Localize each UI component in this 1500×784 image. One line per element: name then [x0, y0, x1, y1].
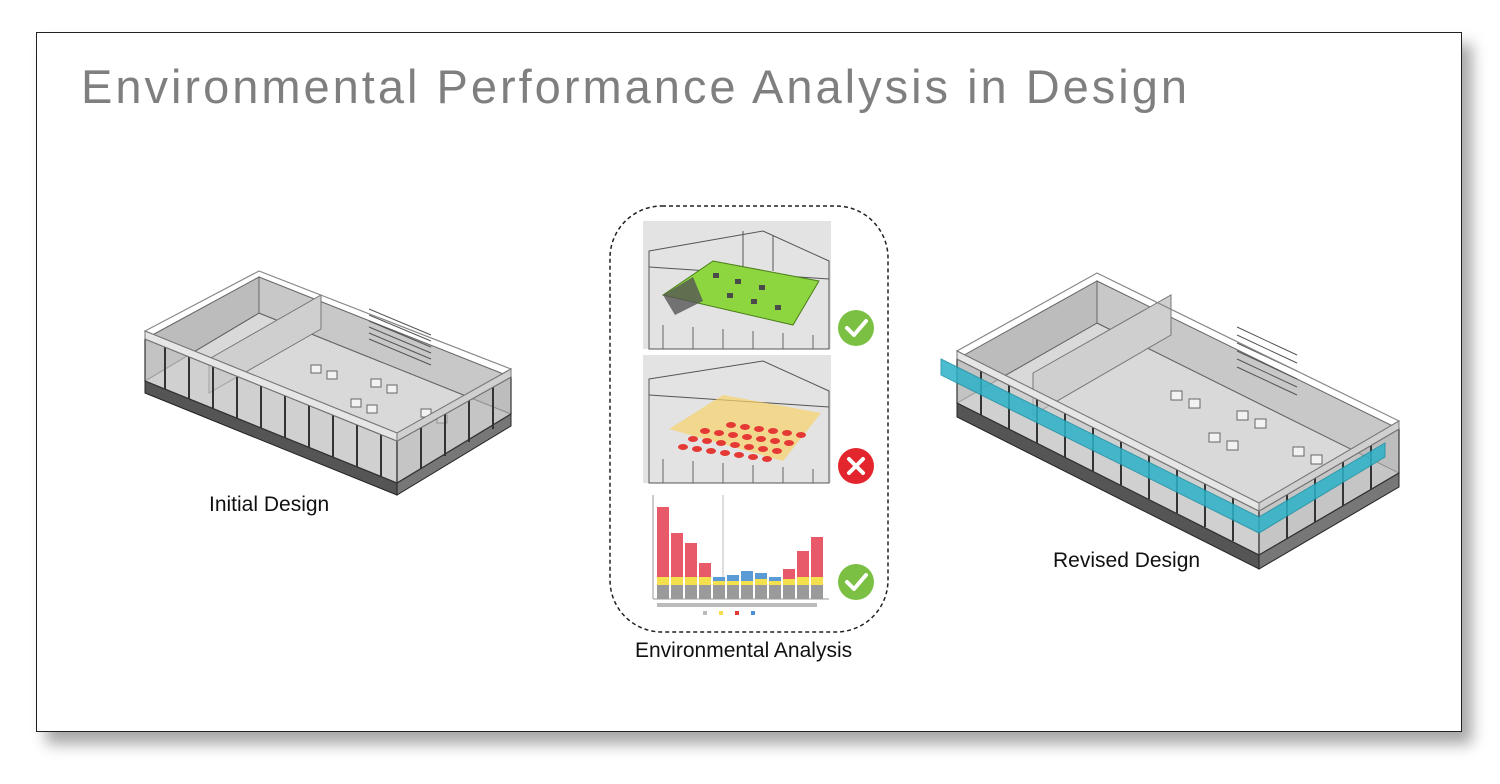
- chart-bar-segment: [727, 575, 739, 581]
- chart-bar-segment: [769, 577, 781, 581]
- initial-design-caption: Initial Design: [209, 493, 330, 516]
- check-circle-icon: [838, 564, 874, 600]
- chart-bar-segment: [741, 585, 753, 599]
- chart-bar-segment: [811, 577, 823, 585]
- chart-bar-segment: [797, 585, 809, 599]
- environmental-analysis-caption: Environmental Analysis: [635, 639, 853, 662]
- chart-bar-segment: [699, 577, 711, 585]
- chart-bar-segment: [685, 577, 697, 585]
- shading-device: [940, 358, 1386, 534]
- chart-bar-segment: [755, 585, 767, 599]
- lighting-grid-panel: [643, 355, 831, 484]
- slide-frame: Environmental Performance Analysis in De…: [36, 32, 1462, 732]
- chart-bar-segment: [671, 577, 683, 585]
- chart-bar-segment: [797, 551, 809, 577]
- chart-bar-segment: [685, 585, 697, 599]
- chart-bar-segment: [699, 563, 711, 577]
- chart-bar-segment: [783, 585, 795, 599]
- chart-bar-segment: [769, 581, 781, 585]
- chart-bar-segment: [657, 577, 669, 585]
- revised-design-model: [940, 272, 1401, 570]
- chart-bar-segment: [713, 581, 725, 585]
- check-circle-icon: [838, 310, 874, 346]
- chart-bar-segment: [713, 585, 725, 599]
- cross-circle-icon: [838, 448, 874, 484]
- chart-bar-segment: [811, 585, 823, 599]
- initial-design-model: [143, 270, 513, 496]
- energy-chart-panel: [643, 491, 833, 619]
- chart-bar-segment: [699, 585, 711, 599]
- chart-bar-segment: [727, 581, 739, 585]
- chart-bar-segment: [741, 581, 753, 585]
- chart-bar-segment: [811, 537, 823, 577]
- revised-design-caption: Revised Design: [1053, 549, 1201, 572]
- chart-bar-segment: [769, 585, 781, 599]
- chart-bar-segment: [657, 507, 669, 577]
- daylight-area-panel: [643, 221, 831, 350]
- chart-bar-segment: [741, 571, 753, 581]
- chart-bar-segment: [657, 585, 669, 599]
- chart-bar-segment: [671, 533, 683, 577]
- chart-bar-segment: [755, 579, 767, 585]
- chart-bar-segment: [755, 573, 767, 579]
- chart-bar-segment: [671, 585, 683, 599]
- chart-bar-segment: [783, 579, 795, 585]
- analysis-container: [609, 205, 889, 633]
- slide-title: Environmental Performance Analysis in De…: [81, 60, 1191, 113]
- chart-bar-segment: [685, 543, 697, 577]
- chart-bar-segment: [783, 569, 795, 579]
- chart-bar-segment: [727, 585, 739, 599]
- chart-bar-segment: [713, 577, 725, 581]
- chart-bar-segment: [797, 577, 809, 585]
